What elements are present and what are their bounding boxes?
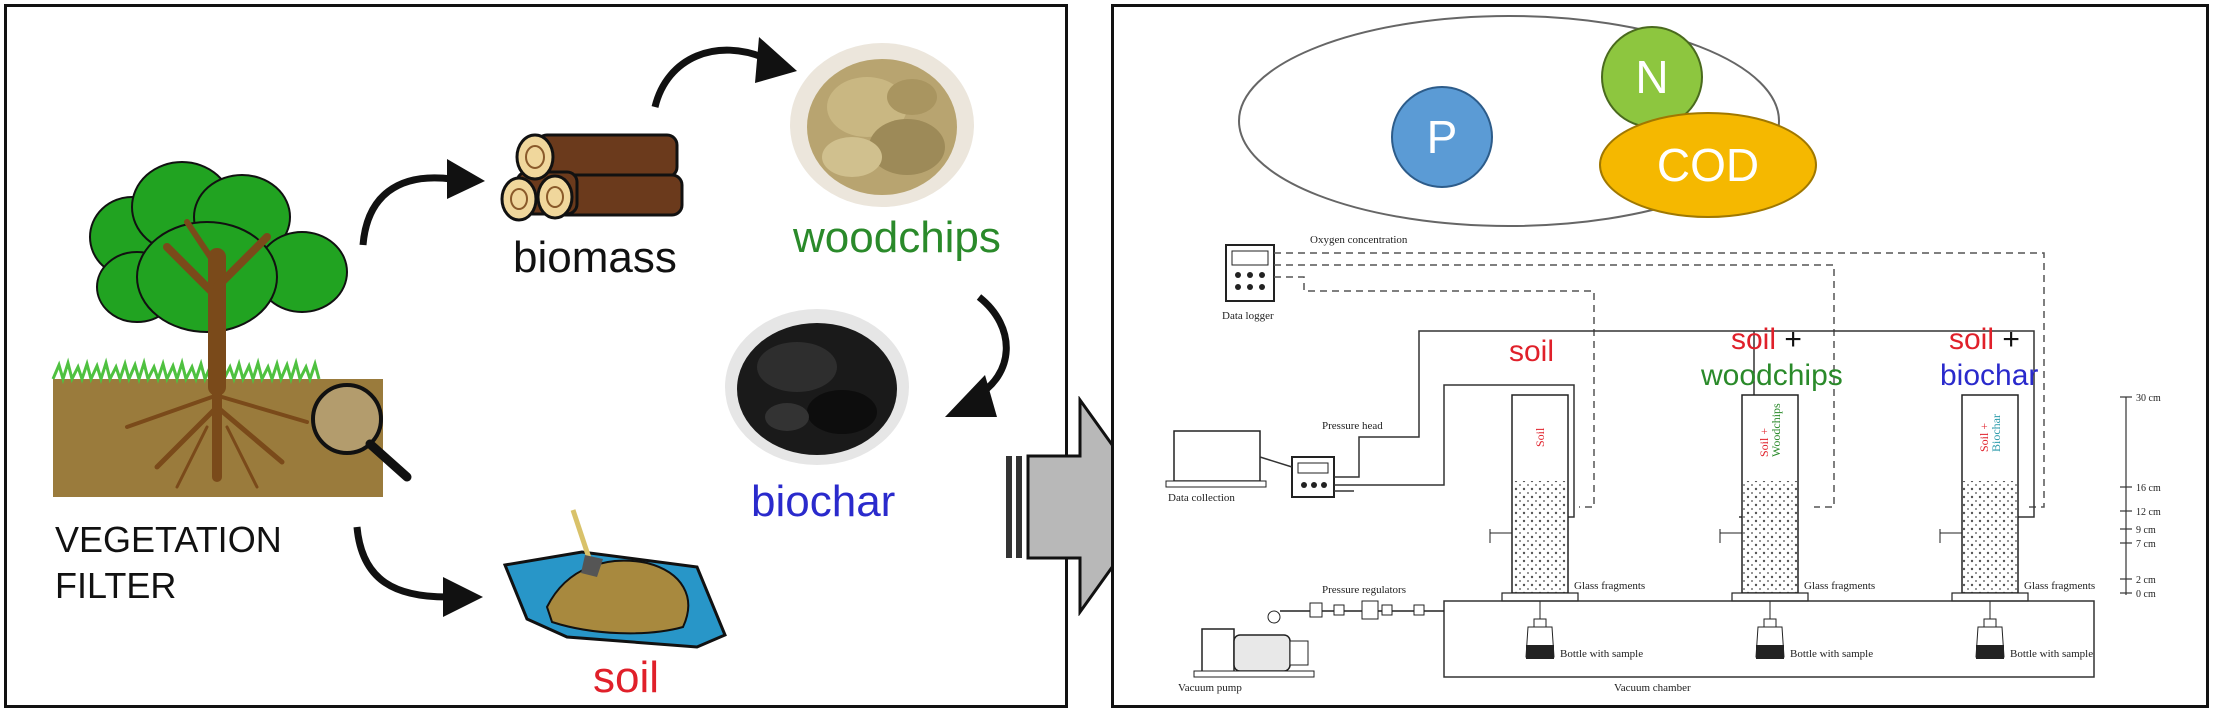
scale-12: 12 cm <box>2136 507 2161 518</box>
scale-30: 30 cm <box>2136 393 2161 404</box>
col2-heading-soil: soil <box>1731 323 1777 356</box>
glass-label-2: Glass fragments <box>1804 580 1875 592</box>
vacuum-pump-label: Vacuum pump <box>1178 682 1242 694</box>
vacuum-chamber-box <box>1443 600 2095 678</box>
tube-3-label-b: Biochar <box>1989 414 2003 452</box>
biomass-label: biomass <box>513 233 677 282</box>
cod-label: COD <box>1657 139 1759 191</box>
col2-heading-woodchips: woodchips <box>1701 359 1843 392</box>
logs-icon <box>500 133 684 222</box>
bottle-label-2: Bottle with sample <box>1790 648 1873 660</box>
oxygen-lines <box>1274 252 2045 508</box>
tree-trunk <box>125 219 309 489</box>
bottle-label-3: Bottle with sample <box>2010 648 2093 660</box>
tree-crown <box>89 161 348 333</box>
biochar-label: biochar <box>751 477 896 526</box>
col3-heading-soil: soil <box>1949 323 1995 356</box>
column-3 <box>1939 394 2029 619</box>
vegetation-label-line1: VEGETATION <box>55 519 282 560</box>
tube-2-label-b: Woodchips <box>1769 403 1783 457</box>
vegetation-label-line2: FILTER <box>55 565 177 606</box>
bottle-label-1: Bottle with sample <box>1560 648 1643 660</box>
col2-heading-line1: soil + <box>1731 323 1802 357</box>
n-label: N <box>1635 51 1668 103</box>
cod-ellipse <box>1599 112 1817 218</box>
scale-16: 16 cm <box>2136 483 2161 494</box>
tube-2-label-a: Soil + <box>1757 428 1771 457</box>
soil-pile-icon <box>502 509 727 649</box>
data-logger-label: Data logger <box>1222 310 1274 322</box>
woodchips-image <box>790 43 974 207</box>
tube-3-label-a: Soil + <box>1977 423 1991 452</box>
pressure-head-label: Pressure head <box>1322 420 1383 432</box>
scale-ruler <box>2120 396 2132 595</box>
bottle-2 <box>1755 618 1785 659</box>
col1-heading: soil <box>1509 335 1555 368</box>
arrow-tree-to-biomass <box>359 159 485 246</box>
bottle-1 <box>1525 618 1555 659</box>
pressure-head-icon <box>1291 456 1335 498</box>
biochar-image <box>725 309 909 465</box>
vacuum-chamber-label: Vacuum chamber <box>1614 682 1691 694</box>
p-label: P <box>1427 111 1458 163</box>
arrow-biomass-to-woodchips <box>651 37 797 108</box>
p-circle <box>1391 86 1493 188</box>
column-setup-diagram: N P COD Data logger Oxygen concentration… <box>1165 15 2161 694</box>
glass-label-3: Glass fragments <box>2024 580 2095 592</box>
pressure-regulators-icon <box>1280 600 1444 620</box>
column-2 <box>1719 394 1809 619</box>
col3-heading-line1: soil + <box>1949 323 2020 357</box>
col3-heading-biochar: biochar <box>1940 359 2039 392</box>
column-1 <box>1489 394 1579 619</box>
grass <box>51 357 321 385</box>
scale-9: 9 cm <box>2136 525 2156 536</box>
soil-label: soil <box>593 653 660 702</box>
arrow-tree-to-soil <box>353 526 483 617</box>
magnifier-icon <box>311 383 412 482</box>
tube-1-label: Soil <box>1533 427 1547 447</box>
pressure-regulators-label: Pressure regulators <box>1322 584 1406 596</box>
data-collection-label: Data collection <box>1168 492 1235 504</box>
scale-2: 2 cm <box>2136 575 2156 586</box>
data-logger-icon <box>1225 244 1275 302</box>
right-panel: N P COD Data logger Oxygen concentration… <box>1111 4 2209 708</box>
arrow-woodchips-to-biochar <box>945 294 1010 417</box>
left-panel: biomass woodchips biochar soil VEGETATIO… <box>4 4 1068 708</box>
scale-0: 0 cm <box>2136 589 2156 600</box>
vacuum-pump-icon <box>1193 610 1315 678</box>
left-illustration <box>51 37 1010 649</box>
glass-label-1: Glass fragments <box>1574 580 1645 592</box>
bottle-3 <box>1975 618 2005 659</box>
woodchips-label: woodchips <box>793 213 1001 262</box>
col3-heading-plus: + <box>2002 323 2020 356</box>
scale-7: 7 cm <box>2136 539 2156 550</box>
data-collection-icon <box>1165 430 1267 488</box>
oxygen-label: Oxygen concentration <box>1310 234 1408 246</box>
col2-heading-plus: + <box>1784 323 1802 356</box>
